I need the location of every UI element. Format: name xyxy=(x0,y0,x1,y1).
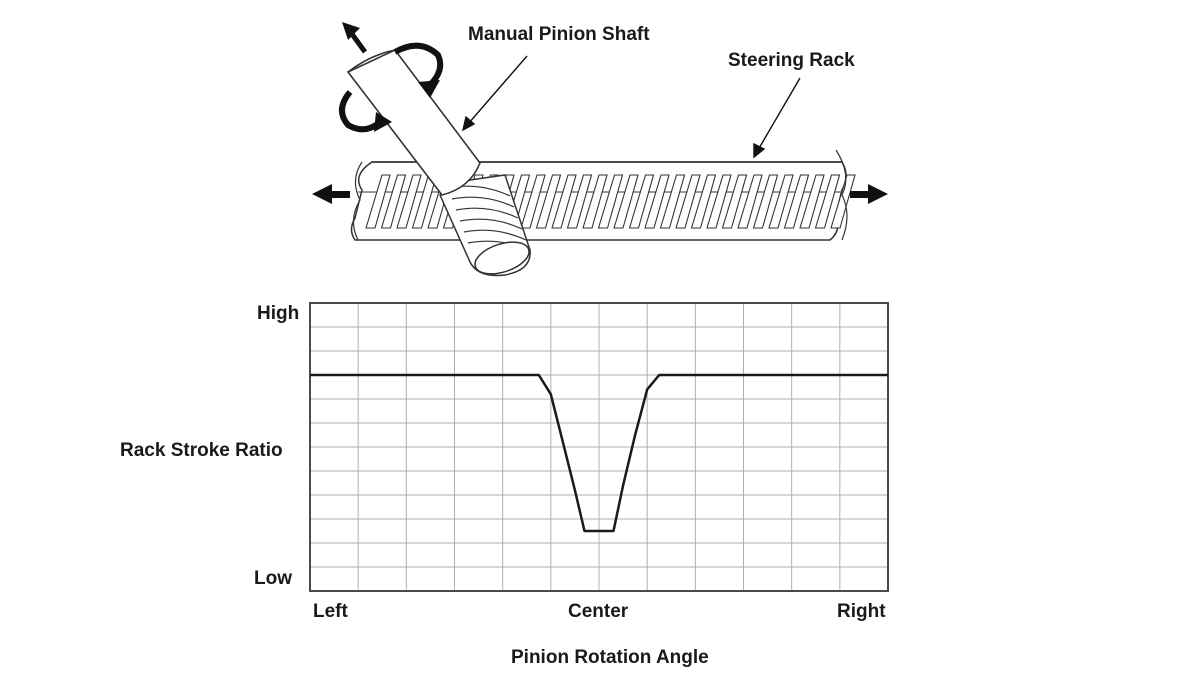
rack-tooth xyxy=(597,174,624,229)
rack-right-arrow xyxy=(850,184,888,204)
steering-rack-label: Steering Rack xyxy=(728,50,855,71)
motion-arrows xyxy=(312,22,888,204)
x-tick-label-left: Left xyxy=(313,601,348,622)
rack-tooth xyxy=(613,174,639,229)
rack-tooth xyxy=(628,174,655,229)
rack-tooth xyxy=(721,174,748,229)
rack-tooth xyxy=(675,174,701,229)
x-tick-label-right: Right xyxy=(837,601,886,622)
rack-tooth xyxy=(783,174,810,229)
rack-tooth xyxy=(644,174,670,229)
pinion-tooth xyxy=(451,196,515,208)
y-tick-label-high: High xyxy=(257,303,300,324)
shaft-axial-arrow xyxy=(342,22,368,54)
rack-tooth xyxy=(520,174,546,229)
rack-tooth xyxy=(551,174,577,229)
rack-tooth xyxy=(799,174,825,229)
y-tick-label-low: Low xyxy=(254,568,292,589)
rack-tooth xyxy=(659,174,686,229)
pinion-tooth xyxy=(463,229,527,241)
rack-tooth xyxy=(566,174,593,229)
rack-tooth xyxy=(380,174,407,229)
x-tick-label-center: Center xyxy=(568,601,629,622)
rack-left-arrow xyxy=(312,184,350,204)
rack-tooth xyxy=(535,174,562,229)
rack-tooth xyxy=(830,174,856,229)
rack-tooth xyxy=(768,174,794,229)
x-axis-label: Pinion Rotation Angle xyxy=(511,647,709,668)
rack-tooth xyxy=(396,174,422,229)
callout-leaders xyxy=(461,55,801,159)
rack-tooth xyxy=(706,174,732,229)
pinion-tooth xyxy=(459,218,523,230)
rack-tooth xyxy=(690,174,717,229)
pinion-rack-illustration xyxy=(312,22,888,277)
series-line xyxy=(310,373,888,533)
chart-grid xyxy=(310,303,888,591)
rotation-arrows xyxy=(339,42,444,133)
manual-pinion-shaft-label: Manual Pinion Shaft xyxy=(468,24,650,45)
y-axis-label: Rack Stroke Ratio xyxy=(120,440,283,461)
pinion-shaft xyxy=(346,49,531,277)
plot-frame xyxy=(309,302,889,592)
pinion-tooth xyxy=(455,207,519,219)
rack-tooth xyxy=(365,174,391,229)
rack-tooth xyxy=(737,174,763,229)
rack-tooth xyxy=(814,174,841,229)
rack-tooth xyxy=(752,174,779,229)
rack-tooth xyxy=(582,174,608,229)
